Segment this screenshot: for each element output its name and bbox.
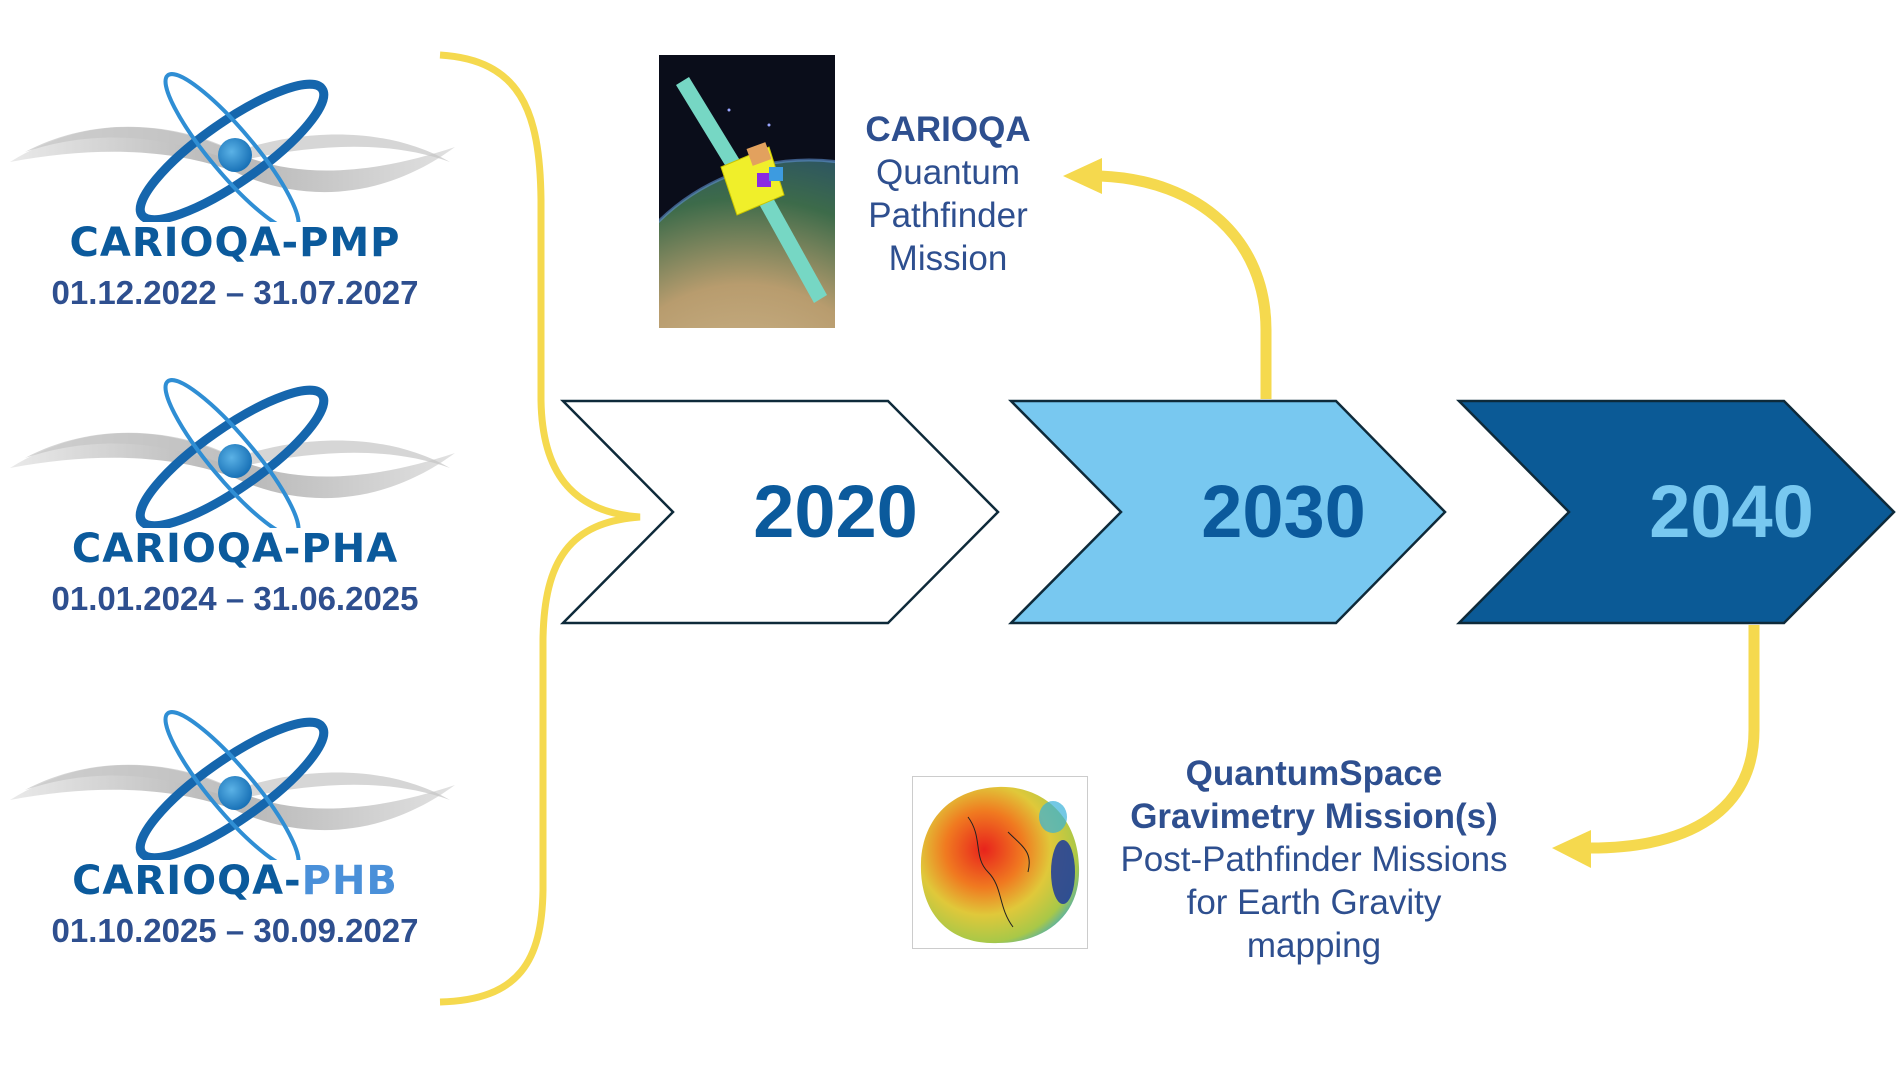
arrow-to-quantumspace xyxy=(1589,625,1760,854)
pathfinder-description: CARIOQA Quantum Pathfinder Mission xyxy=(838,108,1058,280)
logo-dates: 01.01.2024 – 31.06.2025 xyxy=(51,580,419,617)
chevron-label-2020: 2020 xyxy=(753,470,918,553)
logo-dates: 01.12.2022 – 31.07.2027 xyxy=(51,274,419,311)
logo-name: CARIOQA-PHB xyxy=(0,858,470,904)
geoid-image xyxy=(912,776,1088,949)
logo-carioqa-phb: CARIOQA-PHB 01.10.2025 – 30.09.2027 xyxy=(0,690,470,970)
logo-carioqa-pmp: CARIOQA-PMP 01.12.2022 – 31.07.2027 xyxy=(0,52,470,332)
logo-name-main: CARIOQA- xyxy=(71,526,302,572)
logo-name: CARIOQA-PMP xyxy=(0,220,470,266)
pathfinder-line: Pathfinder xyxy=(868,196,1028,235)
pathfinder-line: Mission xyxy=(888,239,1008,278)
pathfinder-title: CARIOQA xyxy=(865,110,1031,149)
logo-name-main: CARIOQA- xyxy=(69,220,300,266)
logo-name-suffix: PMP xyxy=(299,220,401,266)
chevron-2040 xyxy=(1456,399,1896,625)
quantumspace-line: for Earth Gravity xyxy=(1186,883,1442,922)
arrow-to-pathfinder xyxy=(1099,170,1272,399)
logo-name-suffix: PHA xyxy=(301,526,399,572)
geoid-gravity-map-icon xyxy=(920,786,1080,944)
chevron-label-2030: 2030 xyxy=(1201,470,1366,553)
quantumspace-description: QuantumSpace Gravimetry Mission(s) Post-… xyxy=(1104,752,1524,967)
logo-dates: 01.10.2025 – 30.09.2027 xyxy=(51,912,419,949)
quantumspace-line: mapping xyxy=(1246,926,1382,965)
quantumspace-title: Gravimetry Mission(s) xyxy=(1130,797,1498,836)
chevron-2020 xyxy=(560,399,1000,625)
logo-name-suffix: PHB xyxy=(301,858,398,904)
quantumspace-title: QuantumSpace xyxy=(1185,754,1443,793)
chevron-2030 xyxy=(1008,399,1447,625)
logo-carioqa-pha: CARIOQA-PHA 01.01.2024 – 31.06.2025 xyxy=(0,358,470,638)
satellite-over-earth-icon xyxy=(659,77,835,328)
pathfinder-line: Quantum xyxy=(876,153,1020,192)
logo-name: CARIOQA-PHA xyxy=(0,526,470,572)
brace-connector xyxy=(439,51,641,1006)
arrowhead-icon xyxy=(1552,830,1591,868)
quantumspace-line: Post-Pathfinder Missions xyxy=(1120,840,1508,879)
satellite-image xyxy=(659,55,835,328)
arrowhead-icon xyxy=(1063,158,1102,194)
logo-name-main: CARIOQA- xyxy=(72,858,302,904)
chevron-label-2040: 2040 xyxy=(1649,470,1814,553)
